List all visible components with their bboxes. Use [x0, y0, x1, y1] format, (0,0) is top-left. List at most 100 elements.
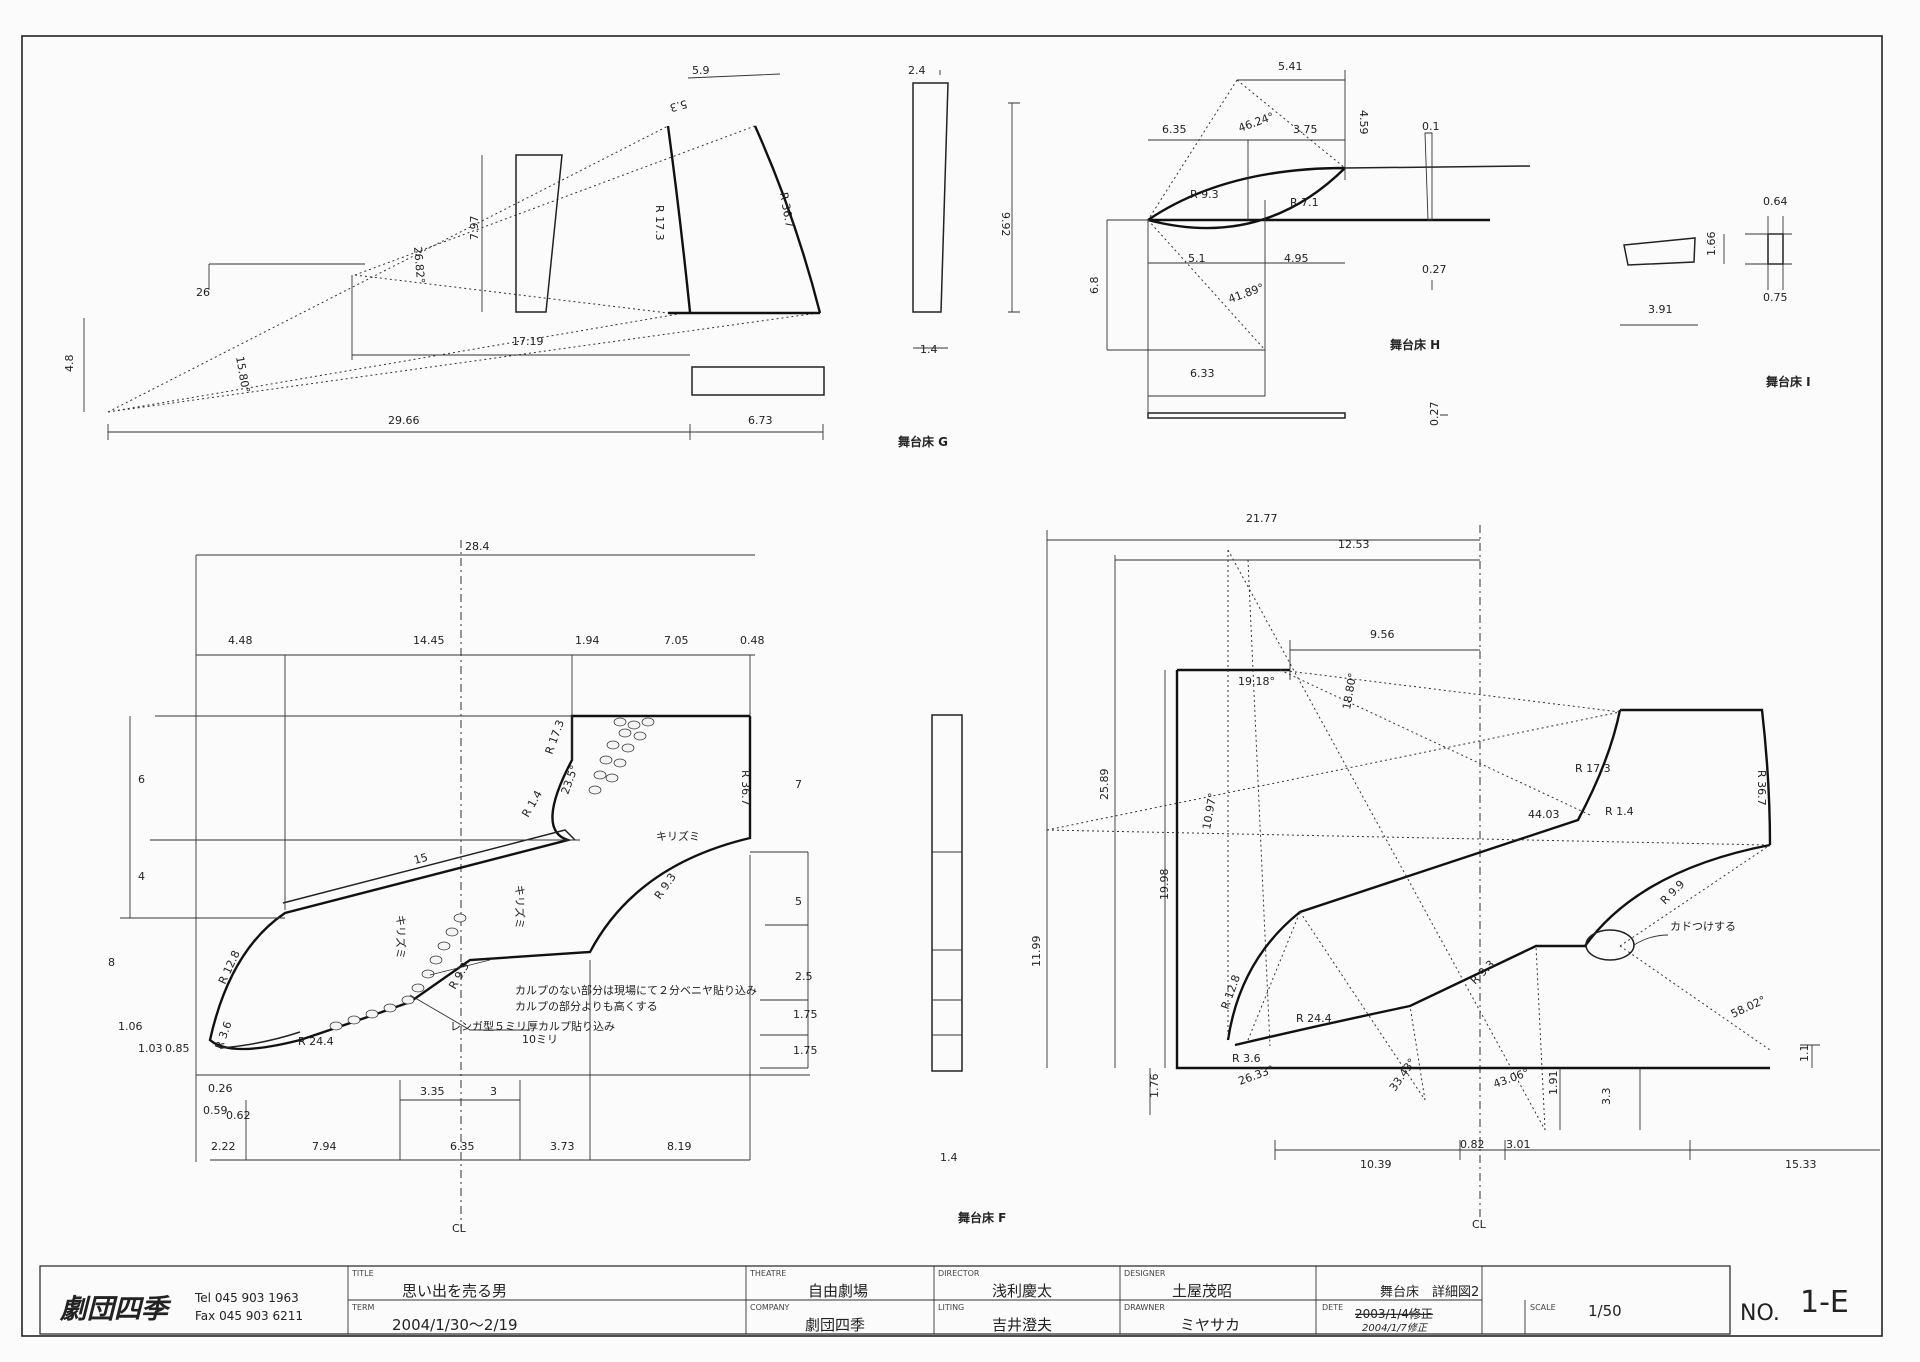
g-dim-13: 5.3 [668, 97, 688, 114]
f-dim-21: R 24.4 [298, 1035, 334, 1048]
r-dim-8: 19.98 [1158, 869, 1171, 901]
f-dim-23: R 9.3 [446, 960, 472, 991]
sheet-title: 舞台床 詳細図2 [1380, 1284, 1479, 1300]
f-dim-12: R 1.4 [519, 788, 545, 819]
f-dim-7: 6 [138, 773, 145, 786]
f-note-2: カルプの部分よりも高くする [515, 999, 658, 1013]
h-dim-5: 4.59 [1357, 110, 1370, 135]
r-dim-2: 12.53 [1338, 538, 1370, 551]
title-block: 劇団四季 Tel 045 903 1963 Fax 045 903 6211 T… [39, 1265, 1849, 1335]
sheet-border [21, 35, 1883, 1337]
r-dim-10: R 17.3 [1575, 762, 1611, 775]
f-dim-6: 0.48 [740, 634, 765, 647]
f-note-4: 10ミリ [522, 1033, 558, 1046]
g-dim-6: 26.82° [411, 246, 427, 284]
designer-caption: DESIGNER [1124, 1269, 1166, 1278]
lighting-caption: LITING [938, 1303, 964, 1312]
view-right: 21.77 12.53 9.56 19.18° 18.80° 25.89 10.… [1030, 512, 1880, 1231]
f-dim-31: 7.94 [312, 1140, 337, 1153]
f-dim-41: 23.5° [559, 763, 581, 796]
f-dim-28: 0.59 [203, 1104, 228, 1117]
r-dim-9: 11.99 [1030, 936, 1043, 968]
f-dim-4: 1.94 [575, 634, 600, 647]
drawner-caption: DRAWNER [1124, 1303, 1165, 1312]
r-dim-24: 1.91 [1547, 1071, 1560, 1096]
r-dim-20: 33.43° [1387, 1056, 1419, 1094]
f-dim-1: 28.4 [465, 540, 490, 553]
theatre-caption: THEATRE [749, 1269, 786, 1278]
r-dim-13: R 36.7 [1755, 770, 1768, 806]
r-cl-label: CL [1472, 1218, 1487, 1231]
f-dim-37: 1.4 [940, 1151, 958, 1164]
r-dim-7: 10.97° [1200, 792, 1219, 831]
f-dim-20: R 12.8 [216, 948, 243, 986]
r-dim-11: R 1.4 [1605, 805, 1634, 818]
h-dim-7: R 9.3 [1190, 188, 1219, 201]
g-dim-4: 4.8 [63, 355, 76, 373]
h-dim-8: R 7.1 [1290, 196, 1319, 209]
no-caption: NO. [1740, 1301, 1780, 1326]
f-dim-32: 6.35 [450, 1140, 475, 1153]
r-note: カドつけする [1670, 920, 1736, 933]
company-logo: 劇団四季 [59, 1294, 172, 1325]
r-dim-5: 18.80° [1340, 672, 1359, 711]
view-i-label: 舞台床 I [1765, 374, 1811, 389]
g-dim-7: 7.97 [468, 216, 481, 241]
f-dim-26: 0.85 [165, 1042, 190, 1055]
f-dim-40: キリズミ [394, 915, 408, 959]
f-dim-11: R 17.3 [543, 718, 567, 756]
h-dim-15: 0.27 [1428, 402, 1441, 427]
brick-pattern [329, 717, 655, 1031]
f-dim-14: 7 [795, 778, 802, 791]
h-dim-2: 46.24° [1237, 110, 1276, 135]
r-dim-21: 43.06° [1492, 1066, 1531, 1091]
f-dim-13: R 36.7 [739, 770, 752, 806]
company-tel: Tel 045 903 1963 [194, 1291, 299, 1305]
g-dim-12: 1.4 [920, 343, 938, 356]
f-dim-30: 2.22 [211, 1140, 236, 1153]
r-dim-30: 15.33 [1785, 1158, 1817, 1171]
h-dim-6: 0.1 [1422, 120, 1440, 133]
r-dim-17: R 24.4 [1296, 1012, 1332, 1025]
h-dim-12: 41.89° [1227, 281, 1266, 306]
g-dim-11: 2.4 [908, 64, 926, 77]
f-dim-17: 1.75 [793, 1008, 818, 1021]
g-dim-5: 15.80° [233, 355, 252, 394]
view-i: 0.64 1.66 0.75 3.91 舞台床 I [1620, 195, 1811, 389]
f-dim-16: 2.5 [795, 970, 813, 983]
f-dim-35: 3.35 [420, 1085, 445, 1098]
f-dim-8: 4 [138, 870, 145, 883]
h-dim-11: 6.8 [1088, 277, 1101, 295]
f-dim-34: 8.19 [667, 1140, 692, 1153]
h-dim-13: 6.33 [1190, 367, 1215, 380]
f-note-1: カルプのない部分は現場にて２分ベニヤ貼り込み [515, 983, 757, 997]
f-dim-5: 7.05 [664, 634, 689, 647]
g-dim-14: 5.9 [692, 64, 710, 77]
r-dim-25: 3.3 [1600, 1088, 1613, 1106]
f-dim-33: 3.73 [550, 1140, 575, 1153]
g-dim-10: 9.92 [999, 212, 1012, 237]
theatre-value: 自由劇場 [808, 1282, 868, 1300]
r-dim-15: R 9.3 [1468, 958, 1497, 987]
i-dim-3: 0.75 [1763, 291, 1788, 304]
title-value: 思い出を売る男 [402, 1282, 507, 1300]
r-dim-27: 10.39 [1360, 1158, 1392, 1171]
r-dim-28: 0.82 [1460, 1138, 1485, 1151]
r-dim-22: 58.02° [1729, 993, 1768, 1020]
r-dim-12: 44.03 [1528, 808, 1560, 821]
f-dim-29: 0.62 [226, 1109, 251, 1122]
title-caption: TITLE [351, 1269, 374, 1278]
g-dim-15: 26 [196, 286, 210, 299]
f-dim-9: 8 [108, 956, 115, 969]
h-dim-10: 4.95 [1284, 252, 1309, 265]
view-g-label: 舞台床 G [897, 434, 948, 449]
h-dim-4: 3.75 [1293, 123, 1318, 136]
scale-value: 1/50 [1588, 1302, 1622, 1320]
g-dim-3: 17.19 [512, 335, 544, 348]
f-dim-15: 5 [795, 895, 802, 908]
r-dim-23: 1.76 [1148, 1074, 1161, 1099]
f-dim-3: 14.45 [413, 634, 445, 647]
scale-caption: SCALE [1530, 1303, 1556, 1312]
